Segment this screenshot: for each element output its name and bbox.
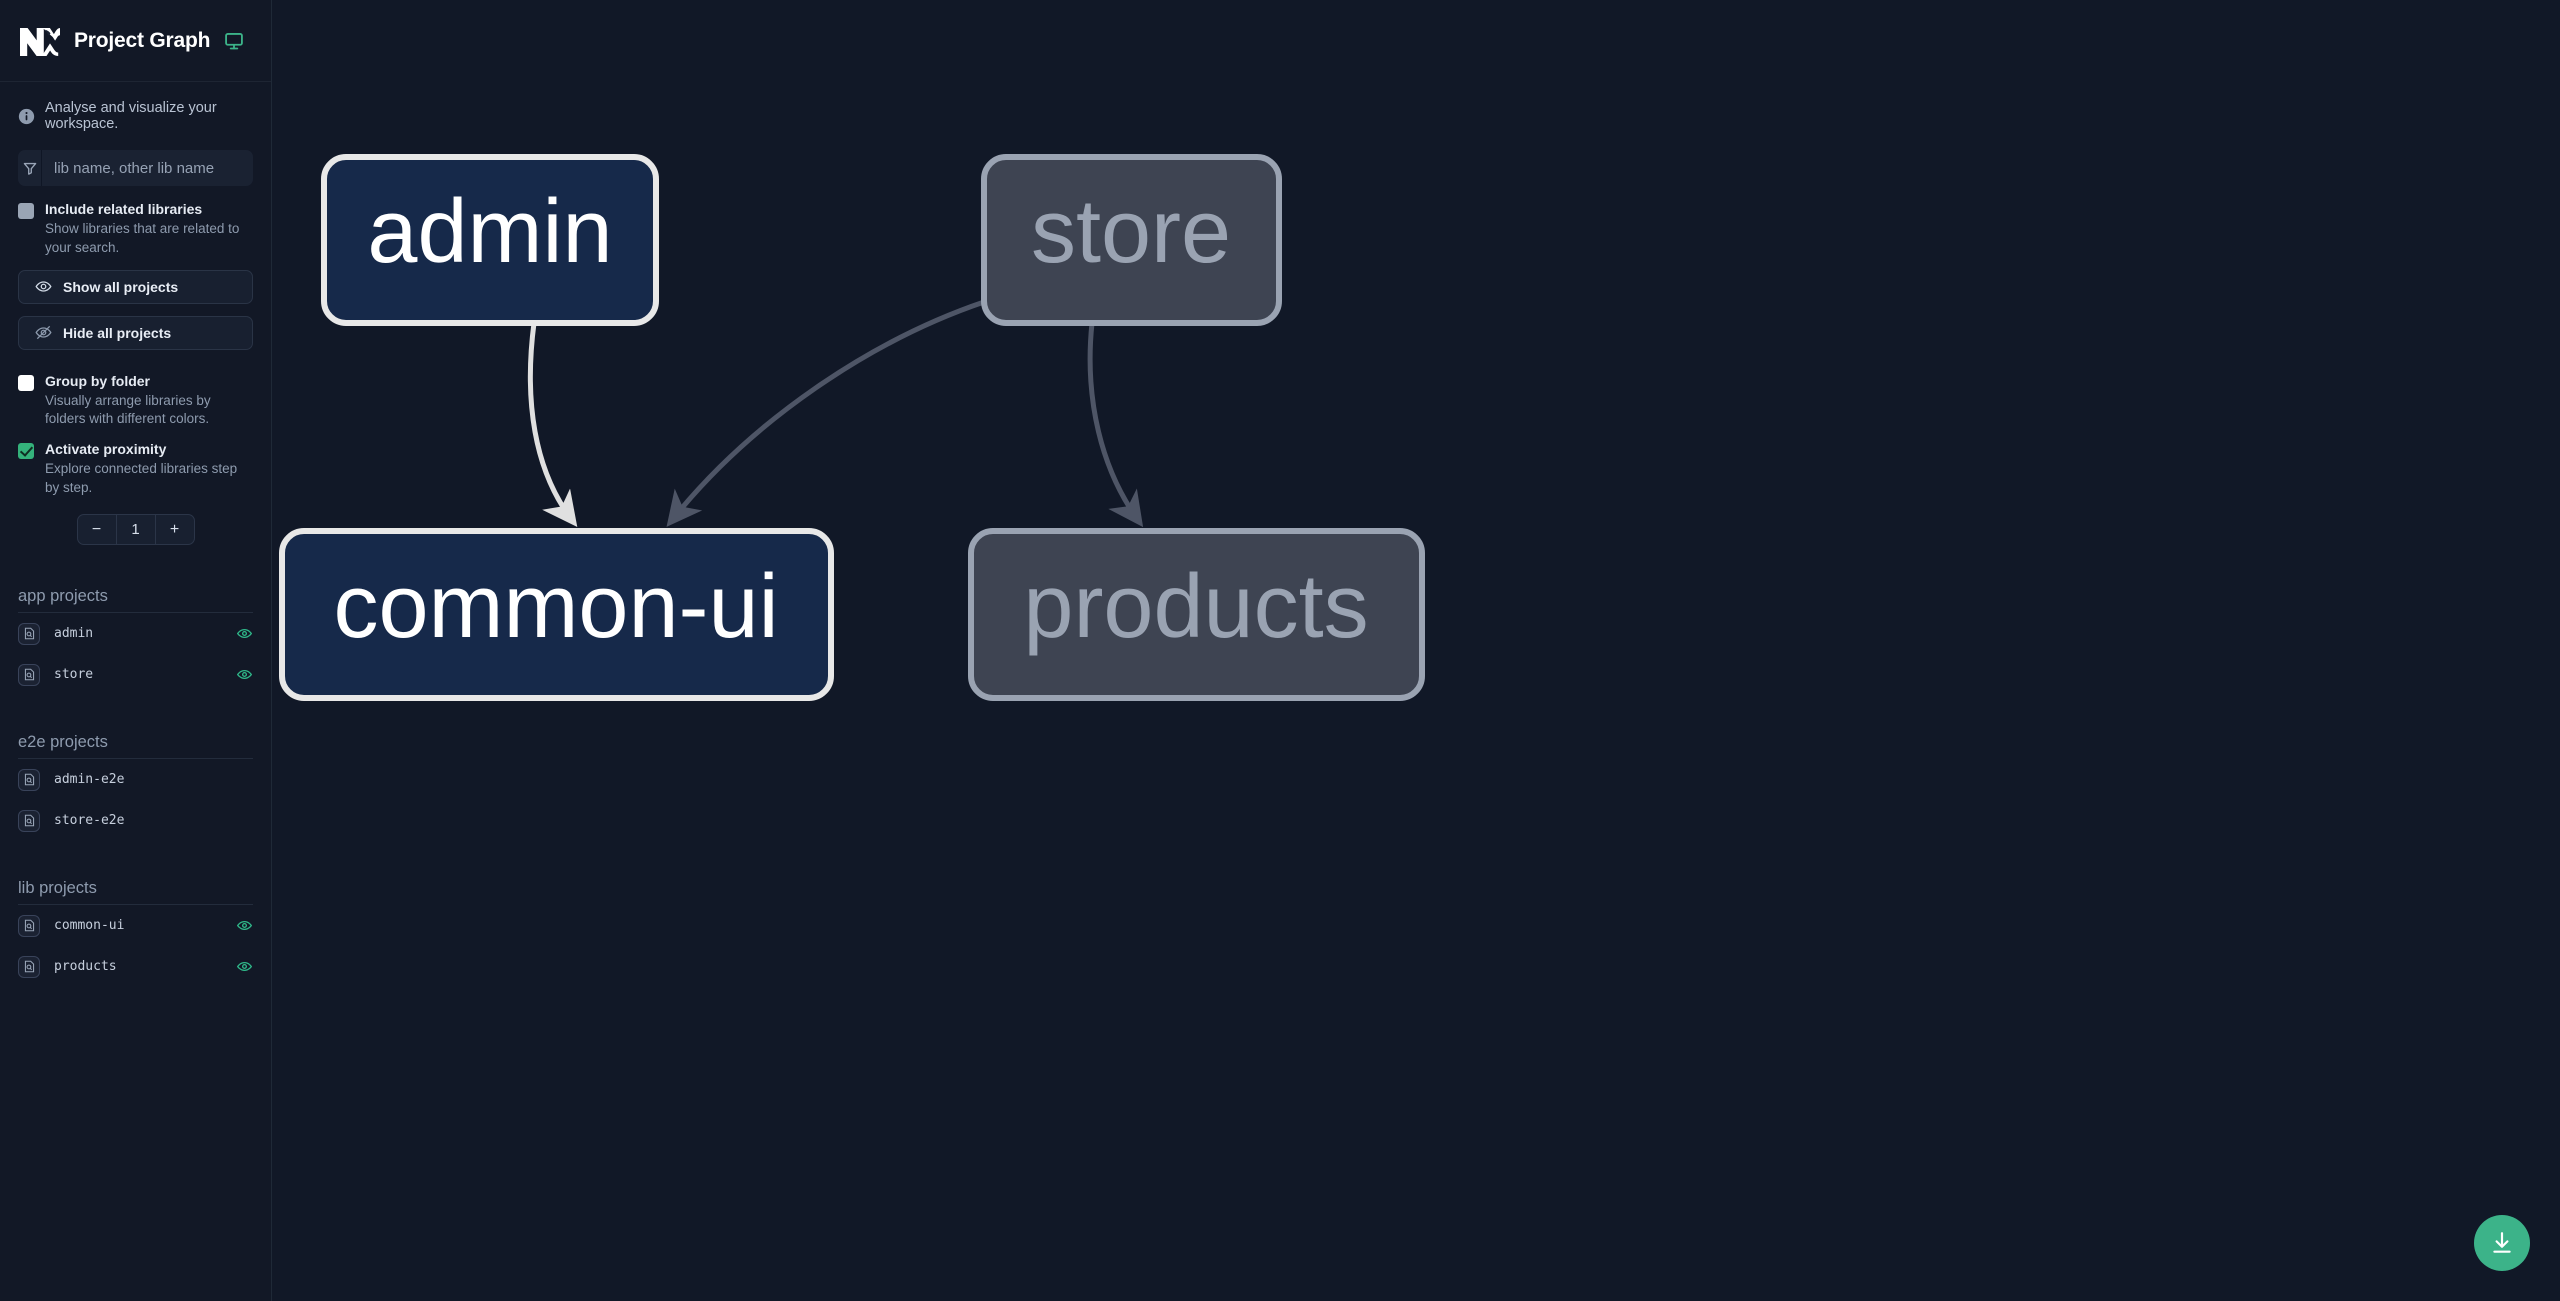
graph-node-products[interactable]: products xyxy=(968,528,1425,701)
hide-all-projects-button[interactable]: Hide all projects xyxy=(18,315,253,350)
graph-edges xyxy=(527,299,1144,528)
option-title: Group by folder xyxy=(45,372,150,389)
project-file-icon xyxy=(18,622,40,645)
hide-all-projects-label: Hide all projects xyxy=(63,324,172,341)
graph-node-common-ui-box[interactable] xyxy=(279,528,834,701)
filter-icon-box xyxy=(18,150,42,186)
edge-store-to-products xyxy=(1087,322,1144,528)
project-row-common-ui[interactable]: common-ui xyxy=(18,905,253,946)
graph-canvas[interactable]: admin store common-ui products xyxy=(272,0,2560,1301)
download-icon xyxy=(2493,1232,2511,1253)
proximity-value: 1 xyxy=(115,515,156,545)
project-row-admin[interactable]: admin xyxy=(18,613,253,654)
monitor-icon[interactable] xyxy=(224,31,244,51)
project-file-icon-glyph xyxy=(24,919,34,932)
project-row-store-e2e[interactable]: store-e2e xyxy=(18,800,253,841)
option-description: Show libraries that are related to your … xyxy=(45,220,240,255)
tagline: Analyse and visualize your workspace. xyxy=(0,82,271,142)
option-group-by-folder[interactable]: Group by folder Visually arrange librari… xyxy=(0,350,271,430)
project-file-icon-glyph xyxy=(24,773,34,786)
graph-node-store-label: store xyxy=(1031,182,1231,282)
project-file-icon xyxy=(18,663,40,686)
proximity-decrement-button[interactable]: − xyxy=(91,520,102,538)
option-activate-proximity[interactable]: Activate proximity Explore connected lib… xyxy=(0,429,271,498)
project-file-icon xyxy=(18,955,40,978)
project-file-icon xyxy=(18,914,40,937)
graph-node-common-ui-label: common-ui xyxy=(333,557,778,657)
proximity-increment-button[interactable]: + xyxy=(169,520,180,538)
eye-visible-icon[interactable] xyxy=(236,917,253,934)
proximity-stepper[interactable]: − 1 + xyxy=(76,514,195,546)
show-all-projects-button[interactable]: Show all projects xyxy=(18,269,253,304)
graph-node-products-box[interactable] xyxy=(968,528,1425,701)
graph-node-products-label: products xyxy=(1023,557,1368,657)
project-file-icon-glyph xyxy=(24,814,34,827)
eye-off-icon xyxy=(35,326,52,340)
sidebar-scroll-area: Include related libraries Show libraries… xyxy=(0,142,271,1301)
group-heading-app-projects: app projects xyxy=(18,579,253,614)
activate-proximity-checkbox[interactable] xyxy=(18,443,34,460)
option-title: Include related libraries xyxy=(45,201,203,217)
page-title: Project Graph xyxy=(74,28,211,52)
group-heading-e2e-projects: e2e projects xyxy=(18,725,253,760)
edge-admin-to-common-ui xyxy=(527,322,578,527)
funnel-icon xyxy=(23,162,36,175)
graph-node-admin[interactable]: admin xyxy=(321,154,659,326)
eye-visible-icon[interactable] xyxy=(236,958,253,975)
project-file-icon-glyph xyxy=(24,960,34,973)
graph-node-admin-box[interactable] xyxy=(321,154,659,326)
sidebar: Project Graph Analyse and visualize your… xyxy=(0,0,285,1301)
option-description: Visually arrange libraries by folders wi… xyxy=(45,392,211,427)
eye-visible-icon[interactable] xyxy=(236,625,253,642)
project-name: admin-e2e xyxy=(54,772,125,788)
project-name: common-ui xyxy=(54,918,125,934)
project-name: store-e2e xyxy=(54,813,125,829)
project-file-icon xyxy=(18,809,40,832)
group-heading-lib-projects: lib projects xyxy=(18,871,253,906)
project-file-icon xyxy=(18,768,40,791)
graph-node-store-box[interactable] xyxy=(981,154,1282,326)
graph-node-common-ui[interactable]: common-ui xyxy=(279,528,834,701)
tagline-text: Analyse and visualize your workspace. xyxy=(45,100,217,132)
graph-nodes: admin store common-ui products xyxy=(279,154,1425,701)
project-row-store[interactable]: store xyxy=(18,654,253,695)
sidebar-header: Project Graph xyxy=(0,0,271,82)
search-field[interactable] xyxy=(18,150,253,186)
eye-icon xyxy=(35,281,52,292)
group-by-folder-checkbox[interactable] xyxy=(18,374,34,391)
nx-logo xyxy=(20,27,60,56)
eye-visible-icon[interactable] xyxy=(236,666,253,683)
project-file-icon-glyph xyxy=(24,668,34,681)
project-name: products xyxy=(54,959,117,975)
download-graph-button[interactable] xyxy=(2474,1215,2530,1271)
project-file-icon-glyph xyxy=(24,627,34,640)
option-description: Explore connected libraries step by step… xyxy=(45,461,238,496)
info-icon xyxy=(18,108,35,124)
graph-node-admin-label: admin xyxy=(367,182,612,282)
search-input[interactable] xyxy=(42,150,253,186)
include-related-libraries-checkbox[interactable] xyxy=(18,203,34,219)
edge-store-to-common-ui xyxy=(666,299,985,527)
show-all-projects-label: Show all projects xyxy=(63,278,179,295)
graph-svg: admin store common-ui products xyxy=(279,154,1425,701)
project-name: admin xyxy=(54,626,94,642)
option-include-related-libraries[interactable]: Include related libraries Show libraries… xyxy=(0,186,271,258)
graph-node-store[interactable]: store xyxy=(981,154,1282,326)
option-title: Activate proximity xyxy=(45,441,167,458)
project-row-products[interactable]: products xyxy=(18,946,253,987)
project-name: store xyxy=(54,667,94,683)
project-row-admin-e2e[interactable]: admin-e2e xyxy=(18,759,253,800)
